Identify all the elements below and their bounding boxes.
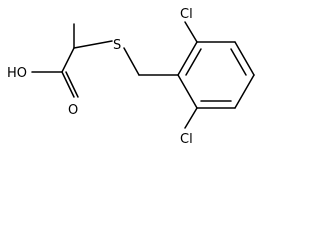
bond-s-ch2	[123, 47, 140, 76]
ring-inner-bond-1	[185, 48, 202, 76]
ring-bond-6	[177, 74, 198, 109]
bond-alpha-carboxyl	[61, 47, 75, 73]
chemical-structure: S HO O Cl Cl	[7, 7, 255, 147]
hydroxyl-label: HO	[7, 66, 27, 81]
chlorine-top-label: Cl	[180, 7, 193, 22]
bond-carbonyl-2	[65, 71, 79, 98]
bond-cl-bottom	[184, 107, 198, 129]
ring-bond-1	[177, 41, 198, 76]
bond-carbonyl-1	[61, 71, 75, 98]
bond-alpha-s	[73, 40, 113, 49]
sulfur-label: S	[113, 38, 121, 53]
carbonyl-oxygen-label: O	[68, 103, 78, 118]
ring-inner-bond-2	[230, 48, 247, 76]
structure-canvas: S HO O Cl Cl	[7, 7, 255, 147]
ring-bond-4	[234, 74, 255, 109]
ring-bond-3	[234, 41, 255, 76]
chlorine-bottom-label: Cl	[180, 132, 193, 147]
bond-cl-top	[184, 21, 198, 43]
